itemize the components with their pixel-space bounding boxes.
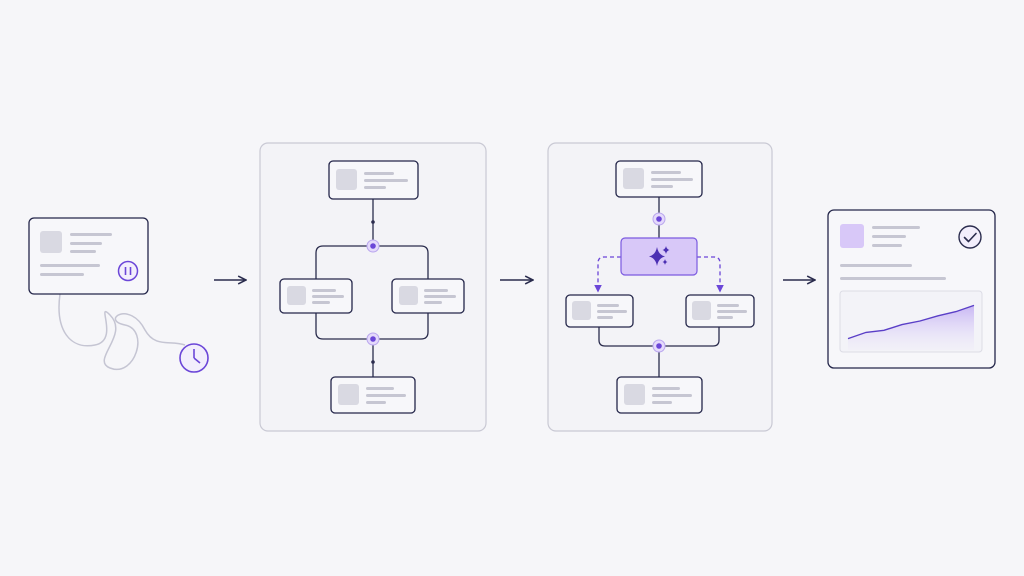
node-thumbnail <box>287 286 306 305</box>
stage-completed-result <box>827 209 996 369</box>
node-thumbnail <box>338 384 359 405</box>
text-line <box>651 185 673 188</box>
merge-node-core <box>656 343 662 349</box>
text-line <box>70 233 112 236</box>
stage-paused-task <box>28 217 209 373</box>
text-line <box>597 304 619 307</box>
text-line <box>366 387 394 390</box>
text-line <box>652 394 692 397</box>
text-line <box>651 171 681 174</box>
connector-dot <box>371 360 375 364</box>
text-line <box>424 295 456 298</box>
node-thumbnail <box>624 384 645 405</box>
node-thumbnail <box>572 301 591 320</box>
text-line <box>597 310 627 313</box>
text-line <box>717 310 747 313</box>
text-line <box>717 316 733 319</box>
text-line <box>652 387 680 390</box>
text-line <box>364 179 408 182</box>
card-thumbnail <box>840 224 864 248</box>
text-line <box>70 250 96 253</box>
text-line <box>424 301 442 304</box>
text-line <box>366 401 386 404</box>
text-line <box>40 264 100 267</box>
stage-ai-workflow <box>547 142 773 432</box>
text-line <box>70 242 102 245</box>
text-line <box>652 401 672 404</box>
clock-icon <box>179 343 209 373</box>
check-icon <box>958 225 982 249</box>
text-line <box>717 304 739 307</box>
mini-chart-area <box>848 305 974 350</box>
node-thumbnail <box>336 169 357 190</box>
tangled-path <box>58 293 186 371</box>
text-line <box>597 316 613 319</box>
text-line <box>840 277 946 280</box>
text-line <box>312 301 330 304</box>
sparkle-icon <box>649 246 670 266</box>
text-line <box>872 226 920 229</box>
pause-icon <box>117 260 139 282</box>
text-line <box>40 273 84 276</box>
dashed-branch-lines <box>594 256 724 293</box>
connector-node-core <box>656 216 662 222</box>
text-line <box>312 295 344 298</box>
node-thumbnail <box>623 168 644 189</box>
text-line <box>312 289 336 292</box>
connector-dot <box>371 220 375 224</box>
workflow-panel <box>547 142 773 432</box>
text-line <box>366 394 406 397</box>
text-line <box>424 289 448 292</box>
task-card <box>28 217 149 295</box>
text-line <box>364 186 386 189</box>
text-line <box>840 264 912 267</box>
card-thumbnail <box>40 231 62 253</box>
text-line <box>651 178 693 181</box>
text-line <box>364 172 394 175</box>
workflow-panel <box>259 142 487 432</box>
text-line <box>872 244 902 247</box>
stage-structured-workflow <box>259 142 487 432</box>
text-line <box>872 235 906 238</box>
mini-chart-line <box>847 304 975 340</box>
merge-node-core <box>370 336 376 342</box>
node-thumbnail <box>399 286 418 305</box>
node-thumbnail <box>692 301 711 320</box>
merge-node-core <box>370 243 376 249</box>
